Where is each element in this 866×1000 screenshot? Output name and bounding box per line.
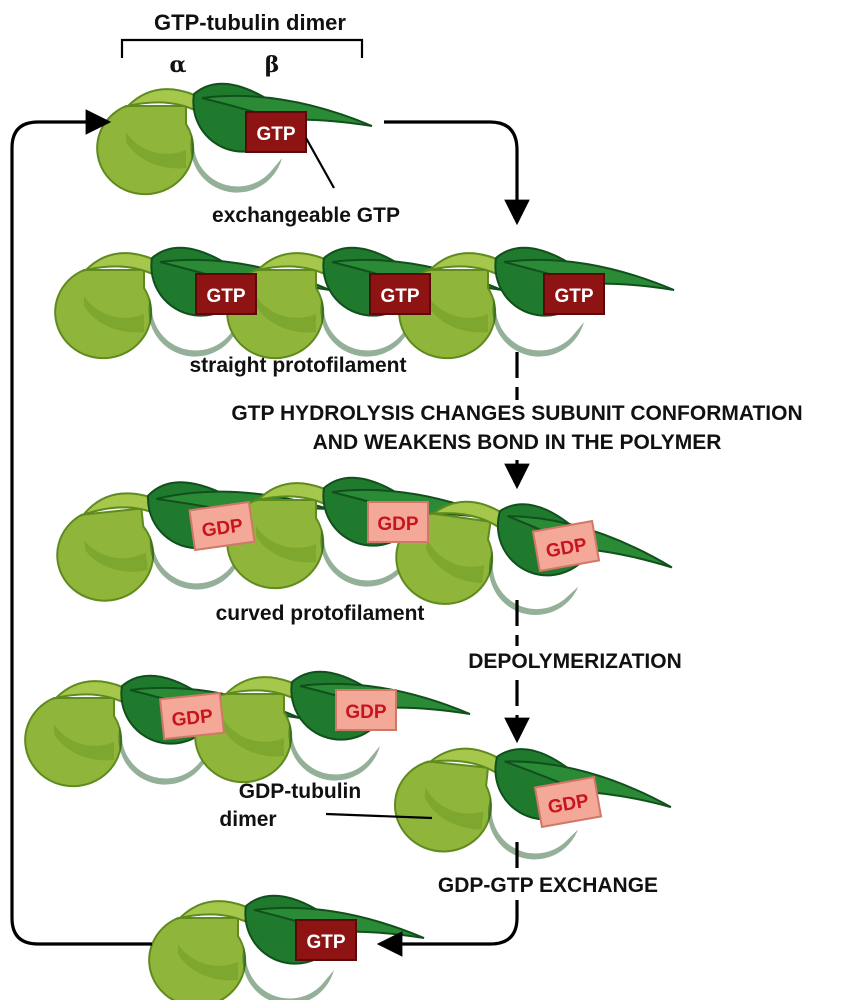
gtp-box-top: GTP (245, 111, 307, 153)
gtp-label: GTP (306, 932, 345, 953)
single-gdp-box: GDP (533, 775, 603, 829)
alpha-label: α (170, 52, 187, 78)
straight-gtp-box-2: GTP (369, 273, 431, 315)
gtp-label: GTP (380, 286, 419, 307)
gdp-dimer-leader (325, 812, 433, 820)
title: GTP-tubulin dimer (154, 10, 346, 35)
depolymerized-fragment (24, 670, 471, 788)
straight-gtp-box-3: GTP (543, 273, 605, 315)
dimer-bracket (120, 38, 364, 58)
gtp-label: GTP (256, 124, 295, 145)
depolymerization-label: DEPOLYMERIZATION (468, 650, 682, 673)
exchange-label: GDP-GTP EXCHANGE (438, 874, 658, 897)
gdp-label: GDP (345, 702, 387, 723)
fragment-gdp-box-2: GDP (335, 689, 397, 731)
arrow-return-cycle (10, 109, 152, 946)
regenerated-gtp-dimer (148, 894, 425, 1000)
bottom-gtp-box: GTP (295, 919, 357, 961)
gdp-tubulin-dimer (389, 740, 677, 875)
curved-gdp-box-2: GDP (367, 501, 429, 543)
curved-gdp-box-3: GDP (531, 519, 601, 573)
gdp-label: GDP (171, 706, 214, 731)
straight-dimer-3 (398, 246, 675, 360)
curved-protofilament-label: curved protofilament (216, 602, 425, 625)
straight-gtp-box-1: GTP (195, 273, 257, 315)
gdp-dimer-label-1: GDP-tubulin (239, 780, 361, 803)
curved-gdp-box-1: GDP (188, 500, 256, 552)
gdp-dimer-label-2: dimer (219, 808, 276, 831)
arrow-to-straight (384, 120, 530, 226)
gtp-tubulin-dimer (96, 82, 373, 196)
fragment-gdp-box-1: GDP (158, 691, 226, 741)
gtp-label: GTP (554, 286, 593, 307)
gdp-label: GDP (377, 514, 419, 535)
exchangeable-gtp-label: exchangeable GTP (212, 204, 400, 227)
exchangeable-leader (305, 137, 335, 189)
straight-protofilament-label: straight protofilament (189, 354, 406, 377)
beta-label: β (265, 52, 280, 78)
arrow-exchange-lower (376, 900, 519, 957)
gtp-label: GTP (206, 286, 245, 307)
hydrolysis-line-2: AND WEAKENS BOND IN THE POLYMER (313, 431, 722, 454)
hydrolysis-line-1: GTP HYDROLYSIS CHANGES SUBUNIT CONFORMAT… (231, 402, 802, 425)
